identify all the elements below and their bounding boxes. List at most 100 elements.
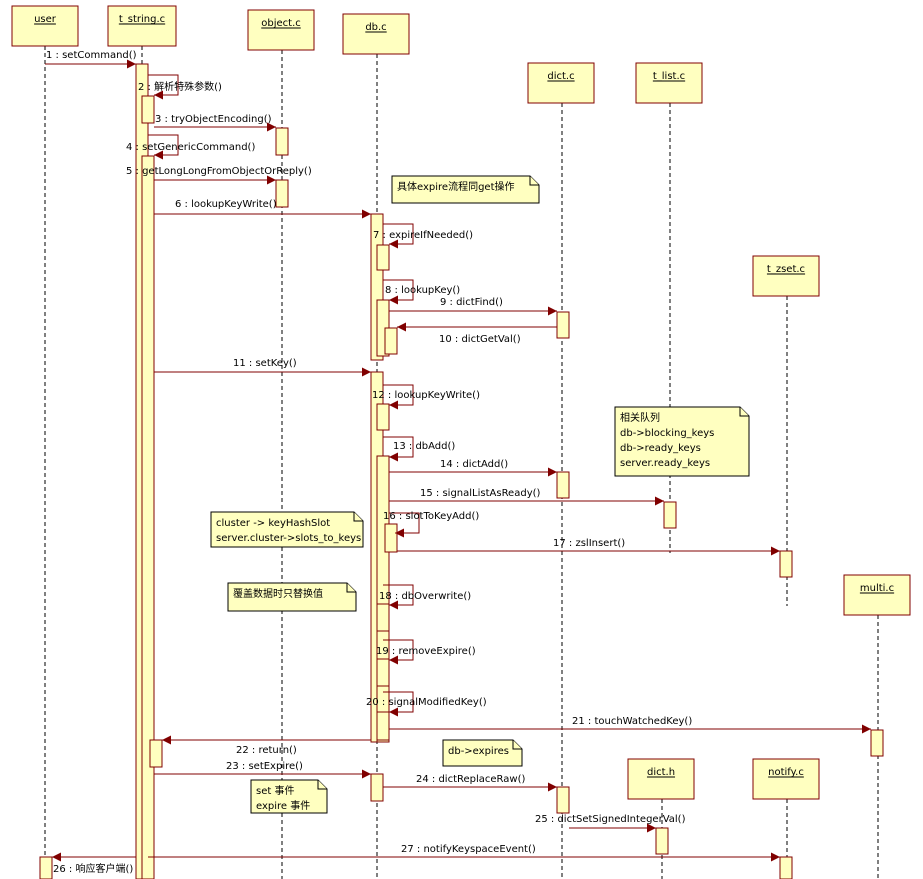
message-arrow-m2 xyxy=(148,74,179,100)
activation-bar xyxy=(655,827,669,855)
participant-label-user: user xyxy=(34,14,57,25)
message-arrow-m20 xyxy=(383,691,414,717)
message-label-m16: 16 : slotToKeyAdd() xyxy=(383,511,479,522)
note-n5 xyxy=(442,739,523,767)
participant-multi xyxy=(843,574,911,616)
participant-t_list xyxy=(635,62,703,104)
note-n2 xyxy=(614,406,750,477)
activation-bar xyxy=(141,95,155,124)
activation-bar xyxy=(275,127,289,156)
message-arrow-m13 xyxy=(383,436,414,462)
note-n4 xyxy=(227,582,357,612)
activation-bar xyxy=(779,856,793,879)
activation-bar xyxy=(556,471,570,499)
message-label-m18: 18 : dbOverwrite() xyxy=(379,591,471,602)
activation-bar xyxy=(376,403,390,431)
note-text-n1: 具体expire流程同get操作 xyxy=(397,180,515,193)
note-text-n2: server.ready_keys xyxy=(620,458,710,469)
message-label-m25: 25 : dictSetSignedIntegerVal() xyxy=(535,814,686,825)
message-label-m20: 20 : signalModifiedKey() xyxy=(366,697,487,708)
participant-label-t_zset: t_zset.c xyxy=(767,264,805,275)
participant-label-t_string: t_string.c xyxy=(119,14,165,25)
activation-bar xyxy=(556,311,570,339)
participant-object xyxy=(247,9,315,51)
note-text-n2: db->blocking_keys xyxy=(620,428,714,439)
message-arrow-m19 xyxy=(383,639,414,665)
message-label-m15: 15 : signalListAsReady() xyxy=(420,488,541,499)
message-label-m22: 22 : return() xyxy=(236,745,297,756)
message-label-m6: 6 : lookupKeyWrite() xyxy=(175,199,277,210)
message-label-m27: 27 : notifyKeyspaceEvent() xyxy=(401,844,536,855)
note-text-n6: expire 事件 xyxy=(256,799,310,812)
note-text-n3: server.cluster->slots_to_keys xyxy=(216,533,361,544)
participant-label-multi: multi.c xyxy=(860,583,894,594)
note-n6 xyxy=(250,779,328,814)
note-n3 xyxy=(210,511,364,548)
participant-t_zset xyxy=(752,255,820,297)
participant-label-dict_c: dict.c xyxy=(547,71,574,82)
activation-bar xyxy=(556,786,570,814)
message-label-m2: 2 : 解析特殊参数() xyxy=(138,80,222,93)
note-n1 xyxy=(391,175,540,204)
activation-bar xyxy=(779,550,793,578)
note-text-n2: db->ready_keys xyxy=(620,443,701,454)
message-arrow-m7 xyxy=(383,223,414,249)
participant-label-object: object.c xyxy=(261,18,301,29)
message-arrow-m12 xyxy=(383,384,414,410)
participant-label-notify: notify.c xyxy=(768,767,804,778)
message-label-m1: 1 : setCommand() xyxy=(46,50,137,61)
participant-db xyxy=(342,13,410,55)
note-text-n5: db->expires xyxy=(448,746,509,757)
activation-bar xyxy=(141,155,155,879)
message-label-m19: 19 : removeExpire() xyxy=(376,646,476,657)
message-label-m3: 3 : tryObjectEncoding() xyxy=(155,114,272,125)
note-text-n3: cluster -> keyHashSlot xyxy=(216,518,330,529)
message-arrow-m18 xyxy=(383,584,414,610)
note-text-n2: 相关队列 xyxy=(620,411,660,424)
message-label-m10: 10 : dictGetVal() xyxy=(439,334,521,345)
activation-bar xyxy=(663,501,677,529)
activation-bar xyxy=(384,523,398,553)
activation-bar xyxy=(376,658,390,687)
message-label-m14: 14 : dictAdd() xyxy=(440,459,508,470)
message-label-m4: 4 : setGenericCommand() xyxy=(126,142,255,153)
note-text-n4: 覆盖数据时只替换值 xyxy=(233,587,323,600)
participant-user xyxy=(11,5,79,47)
message-label-m5: 5 : getLongLongFromObjectOrReply() xyxy=(126,166,312,177)
note-text-n6: set 事件 xyxy=(256,784,294,797)
message-arrow-m8 xyxy=(383,279,414,305)
activation-bar xyxy=(384,327,398,355)
activation-bar xyxy=(376,711,390,741)
note-fold-n3 xyxy=(353,512,363,522)
note-fold-n2 xyxy=(739,407,749,417)
participant-dict_c xyxy=(527,62,595,104)
message-label-m24: 24 : dictReplaceRaw() xyxy=(416,774,525,785)
message-label-m9: 9 : dictFind() xyxy=(440,297,503,308)
activation-bar xyxy=(870,729,884,757)
note-fold-n1 xyxy=(529,176,539,186)
message-label-m17: 17 : zslInsert() xyxy=(553,538,625,549)
message-label-m23: 23 : setExpire() xyxy=(226,761,303,772)
activation-bar xyxy=(275,179,289,208)
message-label-m11: 11 : setKey() xyxy=(233,358,297,369)
message-arrow-m4 xyxy=(148,134,179,160)
message-label-m13: 13 : dbAdd() xyxy=(393,441,455,452)
message-arrow-m16 xyxy=(389,512,420,538)
activation-bar xyxy=(149,739,163,768)
activation-bar xyxy=(376,244,390,271)
note-fold-n6 xyxy=(317,780,327,790)
message-label-m7: 7 : expireIfNeeded() xyxy=(373,230,473,241)
activation-bar xyxy=(39,856,53,879)
participant-notify xyxy=(752,758,820,800)
activation-bar xyxy=(370,773,384,802)
message-label-m8: 8 : lookupKey() xyxy=(385,285,460,296)
note-fold-n4 xyxy=(346,583,356,593)
note-fold-n5 xyxy=(512,740,522,750)
message-label-m26: 26 : 响应客户端() xyxy=(53,862,133,875)
participant-label-db: db.c xyxy=(365,22,386,33)
participant-dict_h xyxy=(627,758,695,800)
activation-bar xyxy=(376,603,390,632)
participant-label-dict_h: dict.h xyxy=(647,767,675,778)
participant-label-t_list: t_list.c xyxy=(653,71,685,82)
